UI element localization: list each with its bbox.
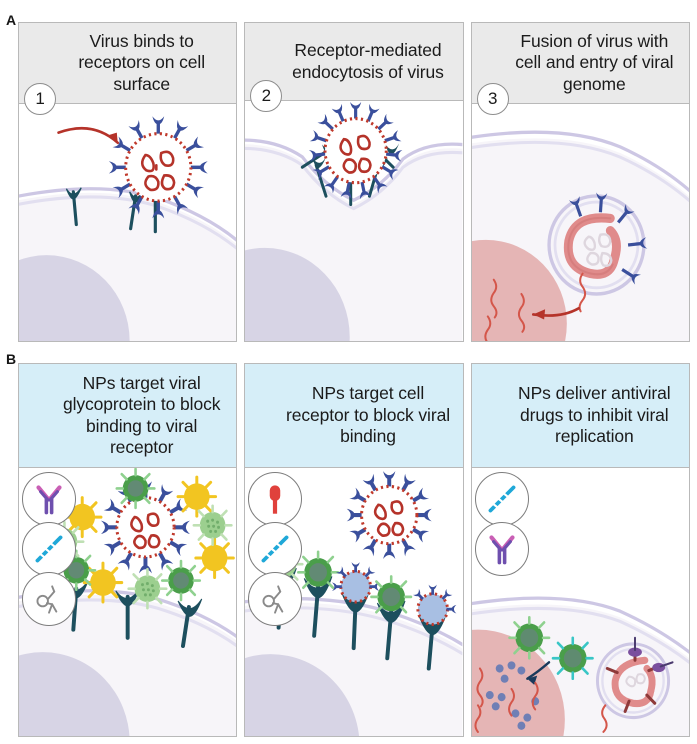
step-badge-1: 1 <box>24 83 56 116</box>
panel-a-step-1: 1 Virus binds to receptors on cell surfa… <box>18 22 238 342</box>
panel-a-label: A <box>6 12 17 28</box>
scene-viral-fusion-and-genome-entry <box>471 104 689 341</box>
red-protein-icon <box>248 472 303 526</box>
step-badge-3: 3 <box>476 83 509 116</box>
panel-a-step-3-title: Fusion of virus with cell and entry of v… <box>515 31 674 94</box>
panel-b-step-1-header: NPs target viral glycoprotein to block b… <box>19 364 237 468</box>
scene-virus-binding-to-cell-receptors <box>19 104 237 341</box>
scene-nps-delivering-antiviral-drugs <box>471 468 689 736</box>
aptamer-icon <box>248 522 303 576</box>
panel-b-step-2-header: NPs target cell receptor to block viral … <box>245 364 463 468</box>
panel-b-step-3-header: NPs deliver antiviral drugs to inhibit v… <box>471 364 689 468</box>
legend-b3 <box>474 472 529 576</box>
panel-b-step-3: NPs deliver antiviral drugs to inhibit v… <box>470 363 690 737</box>
peptide-icon <box>22 572 76 626</box>
panel-b-step-2: NPs target cell receptor to block viral … <box>244 363 464 737</box>
panel-b-label: B <box>6 351 17 367</box>
scene-nps-blocking-cell-receptor <box>245 468 463 736</box>
scene-nps-blocking-viral-glycoprotein <box>19 468 237 736</box>
panel-b-row: NPs target viral glycoprotein to block b… <box>18 363 690 737</box>
aptamer-icon <box>474 472 529 526</box>
step-badge-2: 2 <box>250 80 283 112</box>
peptide-icon <box>248 572 303 626</box>
panel-b-step-2-title: NPs target cell receptor to block viral … <box>285 383 450 447</box>
antibody-icon <box>22 472 76 526</box>
panel-a-step-2: 2 Receptor-mediated endocytosis of virus <box>244 22 464 342</box>
scene-receptor-mediated-endocytosis <box>245 101 463 341</box>
panel-b-step-1: NPs target viral glycoprotein to block b… <box>18 363 238 737</box>
legend-b2 <box>248 472 303 626</box>
panel-a-row: 1 Virus binds to receptors on cell surfa… <box>18 22 690 342</box>
panel-b-step-1-title: NPs target viral glycoprotein to block b… <box>62 372 221 457</box>
panel-b-step-3-title: NPs deliver antiviral drugs to inhibit v… <box>518 383 671 447</box>
panel-a-step-1-header: 1 Virus binds to receptors on cell surfa… <box>19 23 237 116</box>
antibody-icon <box>474 522 529 576</box>
panel-a-step-3: 3 Fusion of virus with cell and entry of… <box>470 22 690 342</box>
panel-a-step-2-title: Receptor-mediated endocytosis of virus <box>292 40 444 82</box>
aptamer-icon <box>22 522 76 576</box>
legend-b1 <box>22 472 76 626</box>
panel-a-step-3-header: 3 Fusion of virus with cell and entry of… <box>471 23 689 116</box>
panel-a-step-2-header: 2 Receptor-mediated endocytosis of virus <box>245 23 463 112</box>
panel-a-step-1-title: Virus binds to receptors on cell surface <box>78 31 206 94</box>
